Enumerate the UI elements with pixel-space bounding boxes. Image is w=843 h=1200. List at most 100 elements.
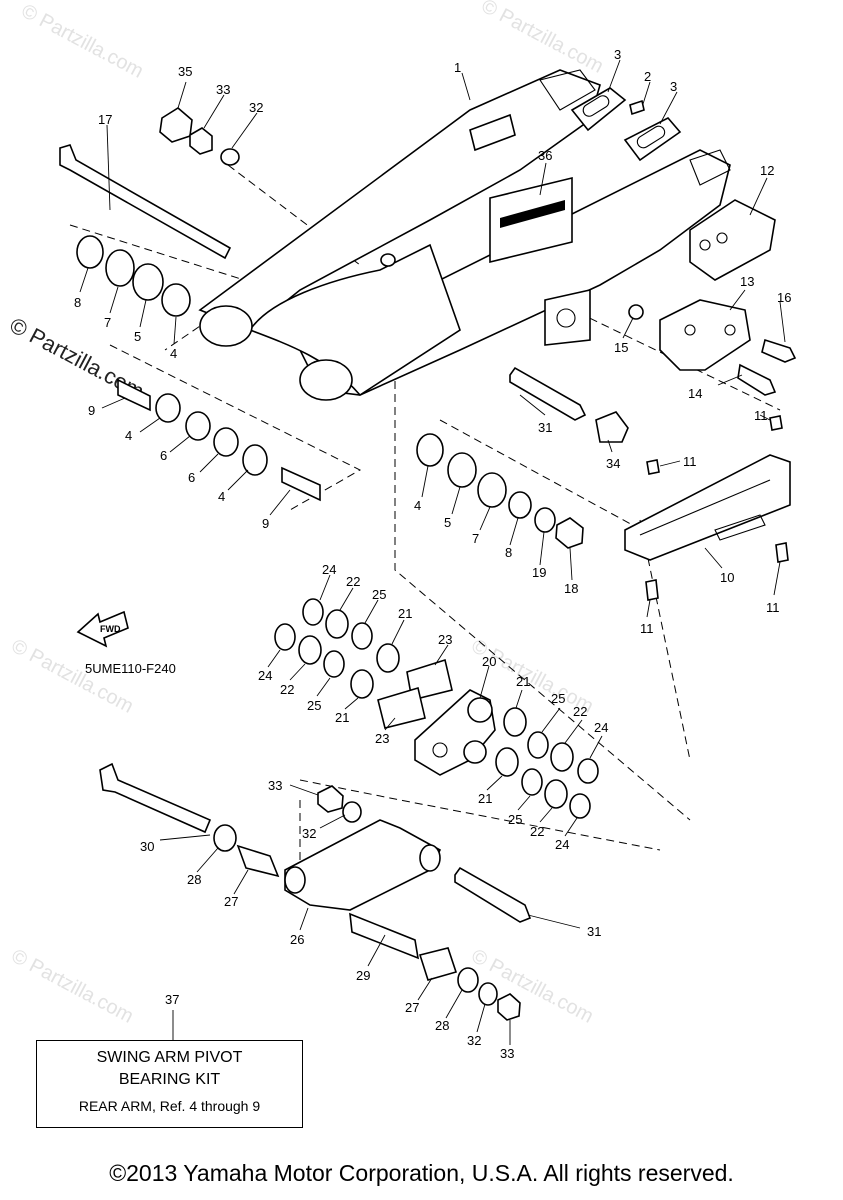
label-decal [489,176,573,264]
callout-26: 26 [290,932,304,947]
callout-21: 21 [516,674,530,689]
slider-screws [645,415,789,601]
copyright-notice: ©2013 Yamaha Motor Corporation, U.S.A. A… [109,1160,734,1186]
callout-13: 13 [740,274,754,289]
callout-8: 8 [74,295,81,310]
callout-15: 15 [614,340,628,355]
callout-25: 25 [551,691,565,706]
upper-fasteners [159,107,240,166]
callout-7: 7 [104,315,111,330]
callout-21: 21 [335,710,349,725]
relay-arm [414,689,496,776]
swing-arm [198,69,731,401]
callout-6: 6 [160,448,167,463]
callout-4: 4 [218,489,225,504]
callout-28: 28 [435,1018,449,1033]
callout-6: 6 [188,470,195,485]
pivot-shaft [59,144,232,260]
callout-3: 3 [614,47,621,62]
fwd-label: FWD [100,624,121,634]
callout-9: 9 [262,516,269,531]
callout-31: 31 [587,924,601,939]
callout-28: 28 [187,872,201,887]
callout-34: 34 [606,456,620,471]
callout-32: 32 [249,100,263,115]
callout-18: 18 [564,581,578,596]
callout-33: 33 [268,778,282,793]
callout-24: 24 [555,837,569,852]
callout-35: 35 [178,64,192,79]
fwd-arrow: FWD [76,610,129,648]
callout-23: 23 [438,632,452,647]
kit-title-line1: SWING ARM PIVOT [96,1049,243,1066]
lower-fasteners [213,785,521,1021]
right-bearing-group [416,433,584,549]
callout-7: 7 [472,531,479,546]
callout-3: 3 [670,79,677,94]
callout-16: 16 [777,290,791,305]
watermark: © Partzilla.com [478,0,607,78]
watermark: © Partzilla.com [8,635,137,718]
callout-4: 4 [170,346,177,361]
callout-11: 11 [766,600,780,615]
watermark: © Partzilla.com [18,0,147,83]
callout-5: 5 [444,515,451,530]
callout-19: 19 [532,565,546,580]
callout-33: 33 [216,82,230,97]
watermark: © Partzilla.com [8,945,137,1028]
linkage-bolt [99,762,212,834]
pivot-bolt-upper [509,366,587,421]
left-bearing-group [76,235,321,502]
callout-14: 14 [688,386,702,401]
callout-31: 31 [538,420,552,435]
bearing-kit-box: SWING ARM PIVOT BEARING KIT REAR ARM, Re… [36,1040,303,1128]
callout-22: 22 [573,704,587,719]
drawing-code: 5UME110-F240 [85,661,176,676]
callout-25: 25 [372,587,386,602]
callout-17: 17 [98,112,112,127]
callout-36: 36 [538,148,552,163]
callout-24: 24 [322,562,336,577]
callout-23: 23 [375,731,389,746]
kit-reference: REAR ARM, Ref. 4 through 9 [78,1098,261,1114]
pivot-cap [595,411,629,443]
chain-guide-upper [689,199,776,281]
callout-32: 32 [302,826,316,841]
leader-lines [79,59,786,1045]
callout-20: 20 [482,654,496,669]
callout-8: 8 [505,545,512,560]
callout-9: 9 [88,403,95,418]
kit-title-line2: BEARING KIT [118,1071,221,1088]
callout-24: 24 [258,668,272,683]
callout-12: 12 [760,163,774,178]
callout-22: 22 [280,682,294,697]
callout-25: 25 [508,812,522,827]
chain-guide-bracket [659,299,751,371]
callout-29: 29 [356,968,370,983]
callout-4: 4 [125,428,132,443]
callout-1: 1 [454,60,461,75]
callout-22: 22 [346,574,360,589]
callout-21: 21 [398,606,412,621]
callout-27: 27 [405,1000,419,1015]
chain-adjuster-plates [570,87,682,162]
callout-10: 10 [720,570,734,585]
callout-11: 11 [754,408,768,423]
relay-bearing-group [274,598,599,819]
chain-slider [624,454,791,561]
callout-11: 11 [640,621,654,636]
callout-11: 11 [683,454,697,469]
callout-4: 4 [414,498,421,513]
callout-25: 25 [307,698,321,713]
callout-24: 24 [594,720,608,735]
callout-30: 30 [140,839,154,854]
pivot-bolt-lower [454,866,532,923]
callout-5: 5 [134,329,141,344]
callout-27: 27 [224,894,238,909]
callout-2: 2 [644,69,651,84]
bracket-bolts [628,304,797,396]
callout-33: 33 [500,1046,514,1061]
connecting-rod [284,819,442,911]
callout-22: 22 [530,824,544,839]
